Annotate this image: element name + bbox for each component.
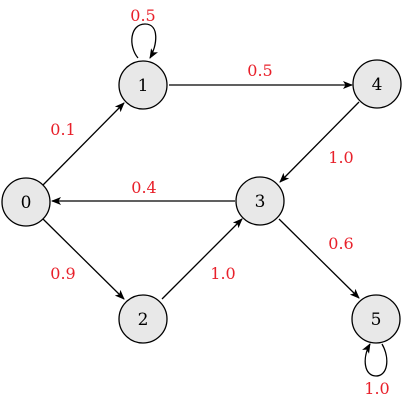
node-label-2: 2 xyxy=(138,310,149,330)
node-label-5: 5 xyxy=(371,310,382,330)
node-label-3: 3 xyxy=(255,192,266,212)
weight-label-0-2: 0.9 xyxy=(50,264,75,283)
nodes: 0 1 2 3 4 5 xyxy=(1,59,402,344)
node-label-1: 1 xyxy=(138,76,149,96)
node-2: 2 xyxy=(118,294,168,344)
node-0: 0 xyxy=(1,177,51,227)
weight-label-3-5: 0.6 xyxy=(328,234,353,253)
weight-label-3-0: 0.4 xyxy=(131,178,156,197)
edge-3-5 xyxy=(278,218,360,299)
edge-4-3 xyxy=(279,101,360,183)
edge-0-2 xyxy=(42,218,125,300)
node-4: 4 xyxy=(352,59,402,109)
node-label-4: 4 xyxy=(372,75,383,95)
edge-1-1 xyxy=(131,23,158,59)
node-label-0: 0 xyxy=(21,193,32,213)
weight-label-1-4: 0.5 xyxy=(247,61,272,80)
weight-label-4-3: 1.0 xyxy=(328,148,353,167)
edge-weights: 0.5 0.1 0.5 1.0 0.4 0.9 1.0 0.6 1.0 xyxy=(50,6,389,398)
node-3: 3 xyxy=(235,176,285,226)
edge-5-5 xyxy=(362,343,388,377)
node-1: 1 xyxy=(118,60,168,110)
node-5: 5 xyxy=(351,294,401,344)
edge-0-1 xyxy=(42,102,125,186)
edge-2-3 xyxy=(161,218,243,300)
weight-label-0-1: 0.1 xyxy=(50,120,75,139)
weight-label-2-3: 1.0 xyxy=(210,264,235,283)
weight-label-5-5: 1.0 xyxy=(364,379,389,398)
weight-label-1-1: 0.5 xyxy=(130,6,155,25)
edges xyxy=(42,23,388,377)
